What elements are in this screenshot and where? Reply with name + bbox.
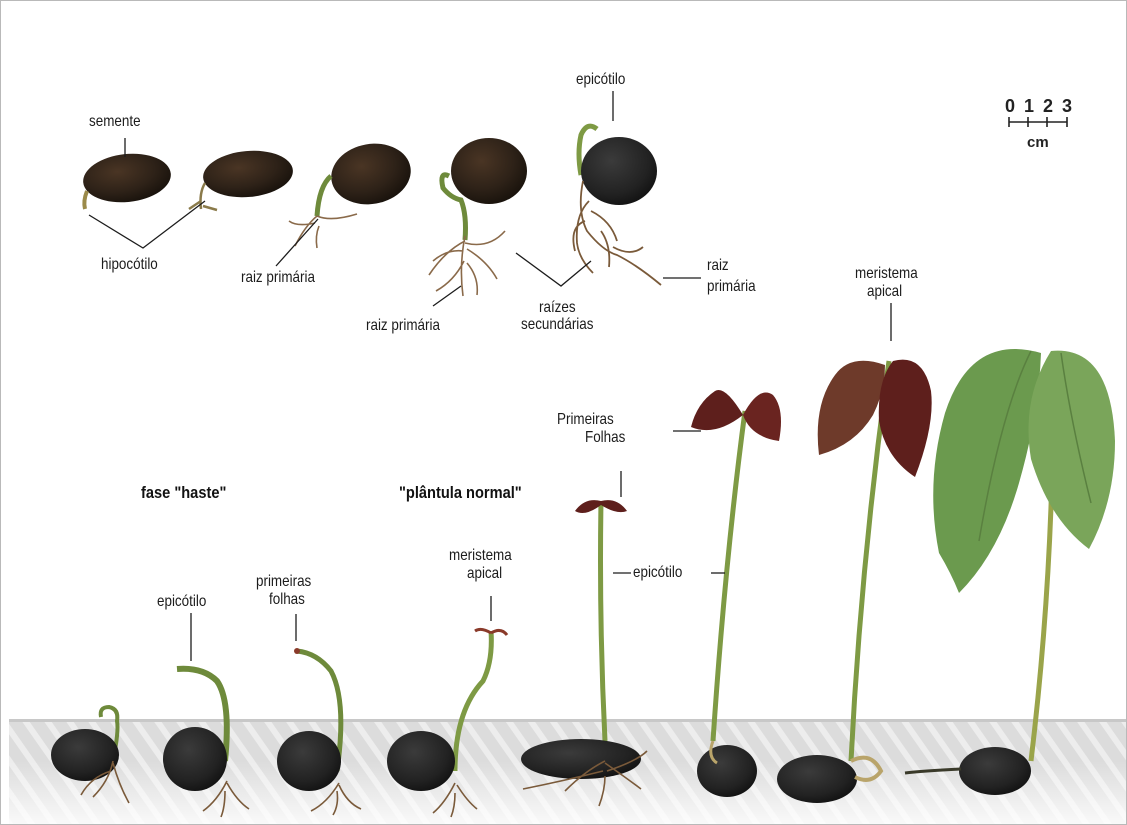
label-fase-haste: fase "haste" xyxy=(141,483,226,503)
label-meristema-top: meristema xyxy=(855,265,918,282)
label-apical-low: apical xyxy=(467,565,502,582)
top-seed-5 xyxy=(573,126,661,285)
scale-numbers: 0 1 2 3 xyxy=(1005,96,1074,117)
top-seed-1 xyxy=(81,150,174,209)
label-folhas-low: folhas xyxy=(269,591,305,608)
label-raiz-right: raiz xyxy=(707,257,729,274)
top-seed-4 xyxy=(429,138,527,296)
label-apical-top: apical xyxy=(867,283,902,300)
label-epicotilo-bottom: epicótilo xyxy=(157,593,206,610)
top-seed-3 xyxy=(289,138,416,248)
label-hipocotilo: hipocótilo xyxy=(101,256,158,273)
label-epicotilo-top: epicótilo xyxy=(576,71,625,88)
label-semente: semente xyxy=(89,113,141,130)
scale-ruler xyxy=(1005,116,1081,136)
label-epicotilo-mid: epicótilo xyxy=(633,564,682,581)
label-secundarias: secundárias xyxy=(521,316,593,333)
scale-bar: 0 1 2 3 cm xyxy=(1005,96,1081,156)
label-folhas-cap: Folhas xyxy=(585,429,625,446)
scale-unit: cm xyxy=(1027,134,1049,151)
label-primeiras-cap: Primeiras xyxy=(557,411,614,428)
label-primeiras-low: primeiras xyxy=(256,573,311,590)
top-seed-2 xyxy=(189,147,295,210)
label-raizes: raízes xyxy=(539,299,576,316)
label-raiz-primaria-2: raiz primária xyxy=(366,317,440,334)
bottom-plant-5 xyxy=(521,500,647,806)
label-meristema-low: meristema xyxy=(449,547,512,564)
label-raiz-primaria-1: raiz primária xyxy=(241,269,315,286)
label-plantula-normal: "plântula normal" xyxy=(399,483,522,503)
label-primaria-right: primária xyxy=(707,278,756,295)
